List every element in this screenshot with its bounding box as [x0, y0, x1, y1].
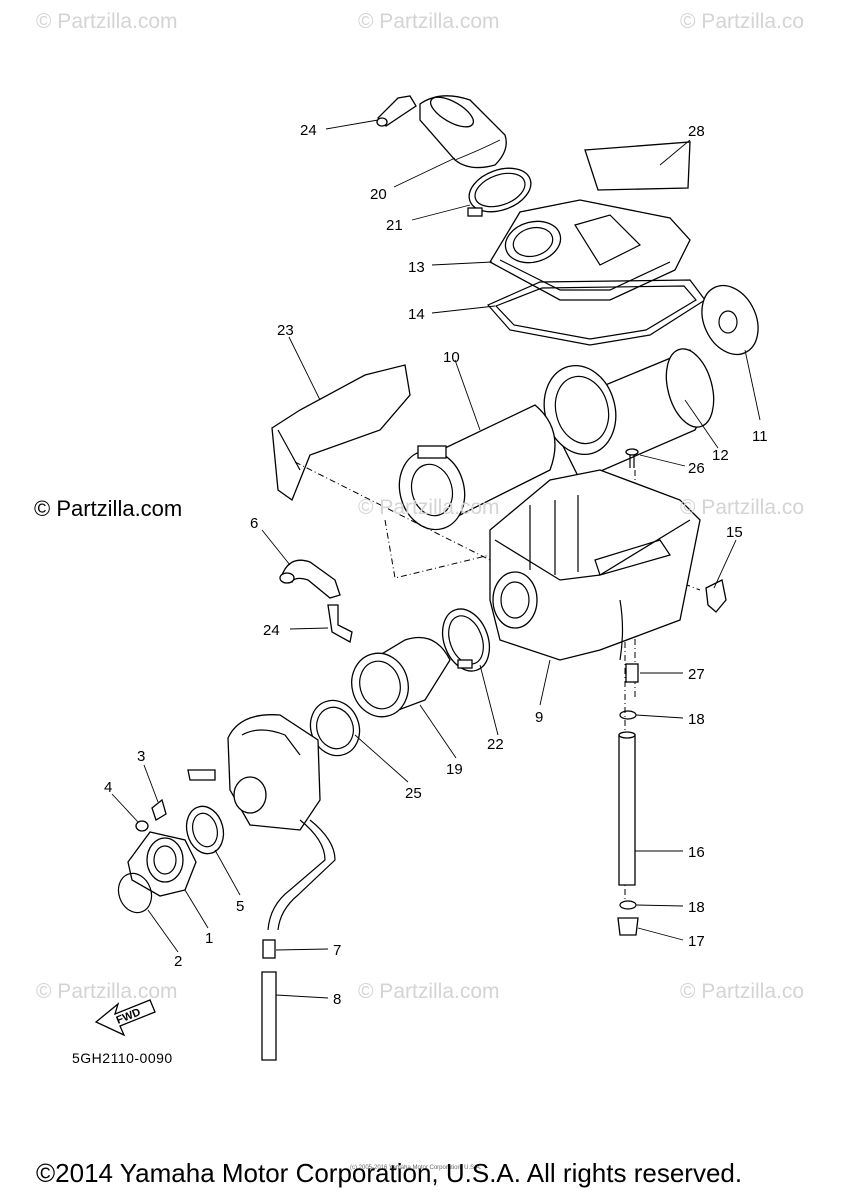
callout-25: 25 [405, 785, 422, 802]
part-14-gasket [487, 279, 706, 346]
watermark-middle-left: © Partzilla.com [34, 496, 183, 521]
part-26-screw [625, 448, 639, 468]
callout-16: 16 [688, 844, 705, 861]
part-3-bolt [151, 798, 167, 821]
callout-27: 27 [688, 666, 705, 683]
part-12-outer-element [543, 348, 715, 481]
part-11-element-cap [701, 284, 759, 356]
part-24-elbow-fitting-top [376, 95, 417, 127]
part-7-hose-fitting [262, 939, 276, 959]
callout-28: 28 [688, 123, 705, 140]
callout-6: 6 [250, 515, 258, 532]
watermark-bottom-center: © Partzilla.com [358, 980, 500, 1003]
callout-15: 15 [726, 524, 743, 541]
part-24-elbow-fitting-lower [327, 604, 353, 644]
part-22-hose-clamp [441, 608, 491, 672]
callout-7: 7 [333, 942, 341, 959]
part-28-label-sheet [584, 141, 691, 191]
part-18-clip-lower [619, 900, 637, 910]
part-27-drain-fitting [625, 663, 639, 683]
part-25-hose-clamp [309, 699, 361, 757]
callout-11: 11 [752, 428, 768, 445]
callout-19: 19 [446, 761, 463, 778]
part-1-intake-manifold [127, 831, 197, 897]
part-5-hose-clamp [185, 805, 225, 855]
watermark-bottom-left: © Partzilla.com [36, 980, 178, 1003]
callout-9: 9 [535, 709, 543, 726]
watermark-bottom-right: © Partzilla.co [680, 980, 805, 1003]
carburetor-assembly [187, 714, 336, 931]
callout-2: 2 [174, 953, 182, 970]
callout-21: 21 [386, 217, 403, 234]
callout-10: 10 [443, 349, 460, 366]
part-2-o-ring [117, 872, 153, 914]
callout-8: 8 [333, 991, 341, 1008]
fwd-arrow-icon [94, 999, 156, 1037]
part-21-hose-clamp [467, 167, 532, 217]
part-15-clip [705, 579, 727, 613]
watermark-middle-right: © Partzilla.co [680, 496, 805, 519]
part-18-clip-upper [619, 710, 637, 720]
callout-26: 26 [688, 460, 705, 477]
callout-1: 1 [205, 930, 213, 947]
part-10-inner-element [398, 404, 556, 531]
callout-13: 13 [408, 259, 425, 276]
part-8-hose [261, 971, 277, 1061]
part-13-air-box-cover [489, 199, 691, 301]
callout-4: 4 [104, 779, 112, 796]
part-17-drain-cap [617, 917, 639, 936]
callout-14: 14 [408, 306, 425, 323]
leader-lines [111, 119, 761, 999]
callout-24-top: 24 [300, 122, 317, 139]
fwd-arrow-label: FWD [115, 1006, 143, 1027]
part-20-intake-duct [419, 95, 507, 169]
part-19-air-filter-joint [351, 636, 451, 718]
part-6-breather-hose [279, 559, 341, 599]
callout-24-lower: 24 [263, 622, 280, 639]
part-9-air-box [489, 469, 701, 661]
part-16-drain-hose [618, 731, 636, 886]
callout-5: 5 [236, 898, 244, 915]
copyright-footer: ©2014 Yamaha Motor Corporation, U.S.A. A… [36, 1158, 743, 1188]
callout-18-lower: 18 [688, 899, 705, 916]
watermark-top-left: © Partzilla.com [36, 10, 178, 33]
watermark-middle-center: © Partzilla.com [358, 496, 500, 519]
callout-17: 17 [688, 933, 705, 950]
callout-18-upper: 18 [688, 711, 705, 728]
part-23-heat-shield [271, 364, 411, 502]
callout-3: 3 [137, 748, 145, 765]
watermark-top-center: © Partzilla.com [358, 10, 500, 33]
callout-20: 20 [370, 186, 387, 203]
watermark-top-right: © Partzilla.co [680, 10, 805, 33]
callout-12: 12 [712, 447, 729, 464]
callout-23: 23 [277, 322, 294, 339]
tiny-copyright-notice: (c) 2005-2016 Yamaha Motor Corporation, … [350, 1165, 482, 1171]
callout-22: 22 [487, 736, 504, 753]
diagram-code: 5GH2110-0090 [72, 1050, 173, 1066]
part-4-washer [135, 820, 149, 832]
